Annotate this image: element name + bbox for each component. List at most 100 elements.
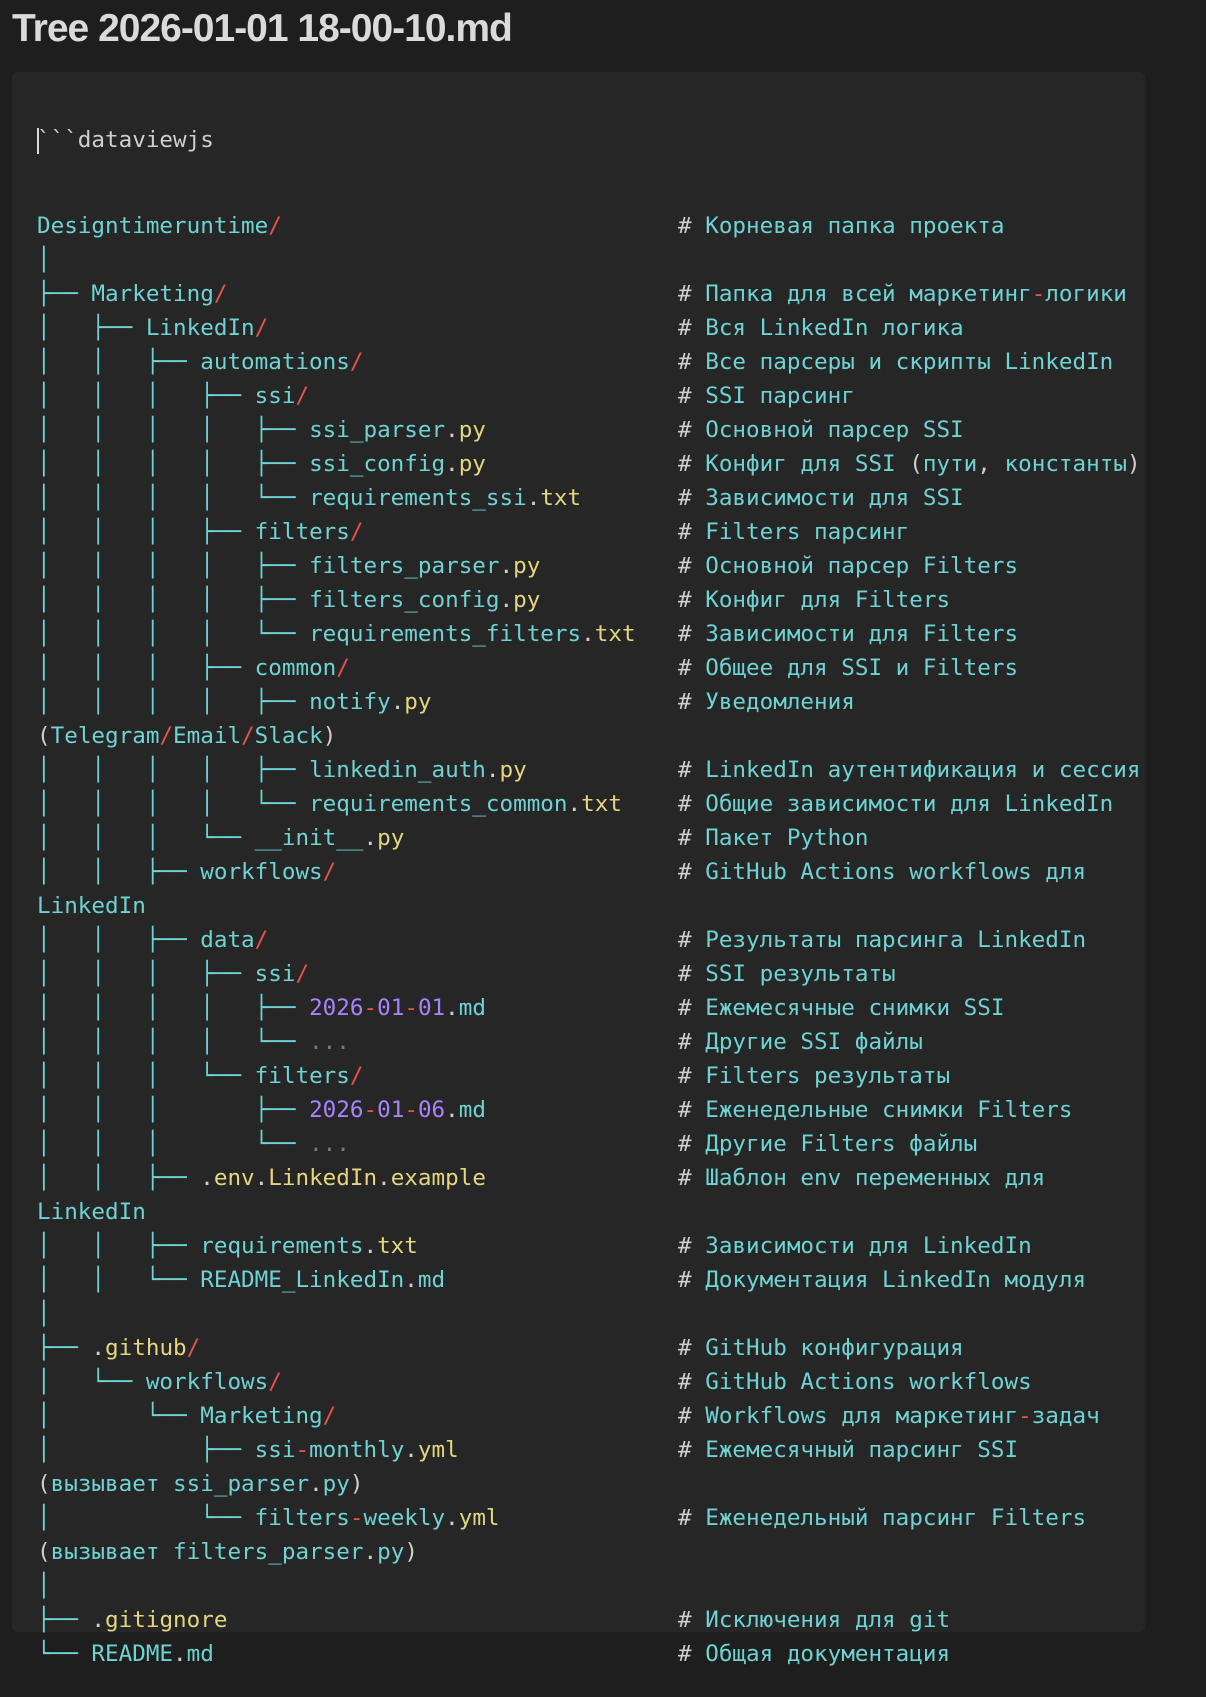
token: yml (458, 1505, 500, 1531)
token: Общие зависимости для LinkedIn (691, 791, 1114, 817)
comment: # GitHub Actions workflows (678, 1365, 1032, 1399)
token: notify (309, 689, 391, 715)
tree-line: │ │ ├── workflows/# GitHub Actions workf… (37, 855, 1086, 889)
comment: # Результаты парсинга LinkedIn (678, 923, 1086, 957)
tree-branch: │ └── (37, 1369, 146, 1395)
token: # (678, 961, 692, 987)
token: . (91, 1335, 106, 1361)
token: workflows (200, 859, 323, 885)
token: Основной парсер SSI (691, 417, 964, 443)
token: # (678, 1335, 692, 1361)
tree-branch: │ (37, 1573, 51, 1599)
token: - (363, 1097, 378, 1123)
token: # (678, 1165, 692, 1191)
token: txt (377, 1233, 418, 1259)
token: py (499, 757, 527, 783)
token: # (678, 1505, 692, 1531)
code-fence: ```dataviewjs (37, 127, 214, 153)
token: Корневая папка проекта (691, 213, 1005, 239)
token: Другие SSI файлы (691, 1029, 923, 1055)
tree-branch: │ │ │ ├── (37, 961, 255, 987)
token: ) (404, 1539, 418, 1565)
tree-line: │ │ │ └── filters/# Filters результаты (37, 1059, 950, 1093)
file-name: data/ (200, 927, 268, 953)
token: # (678, 825, 692, 851)
file-name: Designtimeruntime/ (37, 213, 282, 239)
token: txt (594, 621, 636, 647)
token: py (513, 553, 541, 579)
token: # (678, 1131, 692, 1157)
tree-line: │ │ ├── .env.LinkedIn.example# Шаблон en… (37, 1161, 1045, 1195)
token: . (91, 1607, 106, 1633)
comment: # Общие зависимости для LinkedIn (678, 787, 1113, 821)
token: - (1031, 281, 1046, 307)
token: ssi_parser (309, 417, 446, 443)
tree-line: │ │ │ └── __init__.py# Пакет Python (37, 821, 868, 855)
file-name: common/ (255, 655, 350, 681)
token: yml (417, 1437, 459, 1463)
token: . (567, 791, 582, 817)
token: Ежемесячный парсинг SSI (691, 1437, 1019, 1463)
code-content[interactable]: ```dataviewjs Designtimeruntime/# Корнев… (37, 71, 1141, 1697)
token: / (295, 383, 310, 409)
token: py (377, 1539, 405, 1565)
tree-line: │ │ │ ├── ssi/# SSI парсинг (37, 379, 855, 413)
comment: # Filters результаты (678, 1059, 950, 1093)
tree-line: │ (37, 1569, 636, 1603)
tree-line: │ │ │ │ ├── ssi_config.py# Конфиг для SS… (37, 447, 1141, 481)
token: requirements_common (309, 791, 568, 817)
token: Вся LinkedIn логика (691, 315, 964, 341)
token: py (322, 1471, 350, 1497)
tree-branch: │ │ └── (37, 1267, 201, 1293)
token: # (678, 213, 692, 239)
token: Общая документация (691, 1641, 951, 1667)
token: GitHub Actions workflows для (691, 859, 1087, 885)
token: ( (909, 451, 923, 477)
file-name: README_LinkedIn.md (200, 1267, 445, 1293)
token: # (678, 1369, 692, 1395)
tree-branch: │ │ │ │ ├── (37, 451, 310, 477)
token: 0 (377, 1097, 391, 1123)
token: / (349, 519, 364, 545)
tree-branch: │ │ │ ├── (37, 1097, 310, 1123)
code-block[interactable] (12, 72, 1145, 1632)
token: Шаблон env переменных для (691, 1165, 1046, 1191)
token: логики (1045, 281, 1127, 307)
tree-branch: │ │ │ └── (37, 1063, 255, 1089)
token: / (336, 655, 350, 681)
comment-continuation: (Telegram/Email/Slack) (37, 723, 336, 749)
file-name: ssi/ (255, 961, 309, 987)
token: # (678, 1607, 692, 1633)
token: filters_parser (309, 553, 500, 579)
token: 0 (322, 995, 337, 1021)
comment: # Другие SSI файлы (678, 1025, 923, 1059)
file-name: filters_parser.py (309, 553, 540, 579)
token: requirements_ssi (309, 485, 527, 511)
token: md (458, 995, 486, 1021)
token: # (678, 655, 692, 681)
token: md (458, 1097, 486, 1123)
tree-branch: │ ├── (37, 1437, 255, 1463)
tree-branch: │ │ │ ├── (37, 655, 255, 681)
token: Зависимости для SSI (691, 485, 964, 511)
tree-line: │ └── Marketing/# Workflows для маркетин… (37, 1399, 1100, 1433)
token: README (91, 1641, 174, 1667)
token: monthly (309, 1437, 405, 1463)
comment-continuation: (вызывает filters_parser.py) (37, 1539, 418, 1565)
token: # (678, 927, 692, 953)
token: Designtimeruntime (37, 213, 269, 239)
comment: # Основной парсер Filters (678, 549, 1018, 583)
token: md (186, 1641, 214, 1667)
tree-branch: │ │ │ │ ├── (37, 417, 310, 443)
tree-branch: │ │ │ └── (37, 1131, 310, 1157)
token: example (390, 1165, 486, 1191)
token: . (445, 417, 459, 443)
tree-branch: │ │ ├── (37, 1233, 201, 1259)
token: Email (173, 723, 242, 749)
file-name: requirements.txt (200, 1233, 418, 1259)
wrapped-comment-line: (вызывает filters_parser.py) (37, 1535, 636, 1569)
token: GitHub Actions workflows (691, 1369, 1032, 1395)
token: ) (322, 723, 337, 749)
token: / (349, 1063, 364, 1089)
token: / (322, 859, 337, 885)
